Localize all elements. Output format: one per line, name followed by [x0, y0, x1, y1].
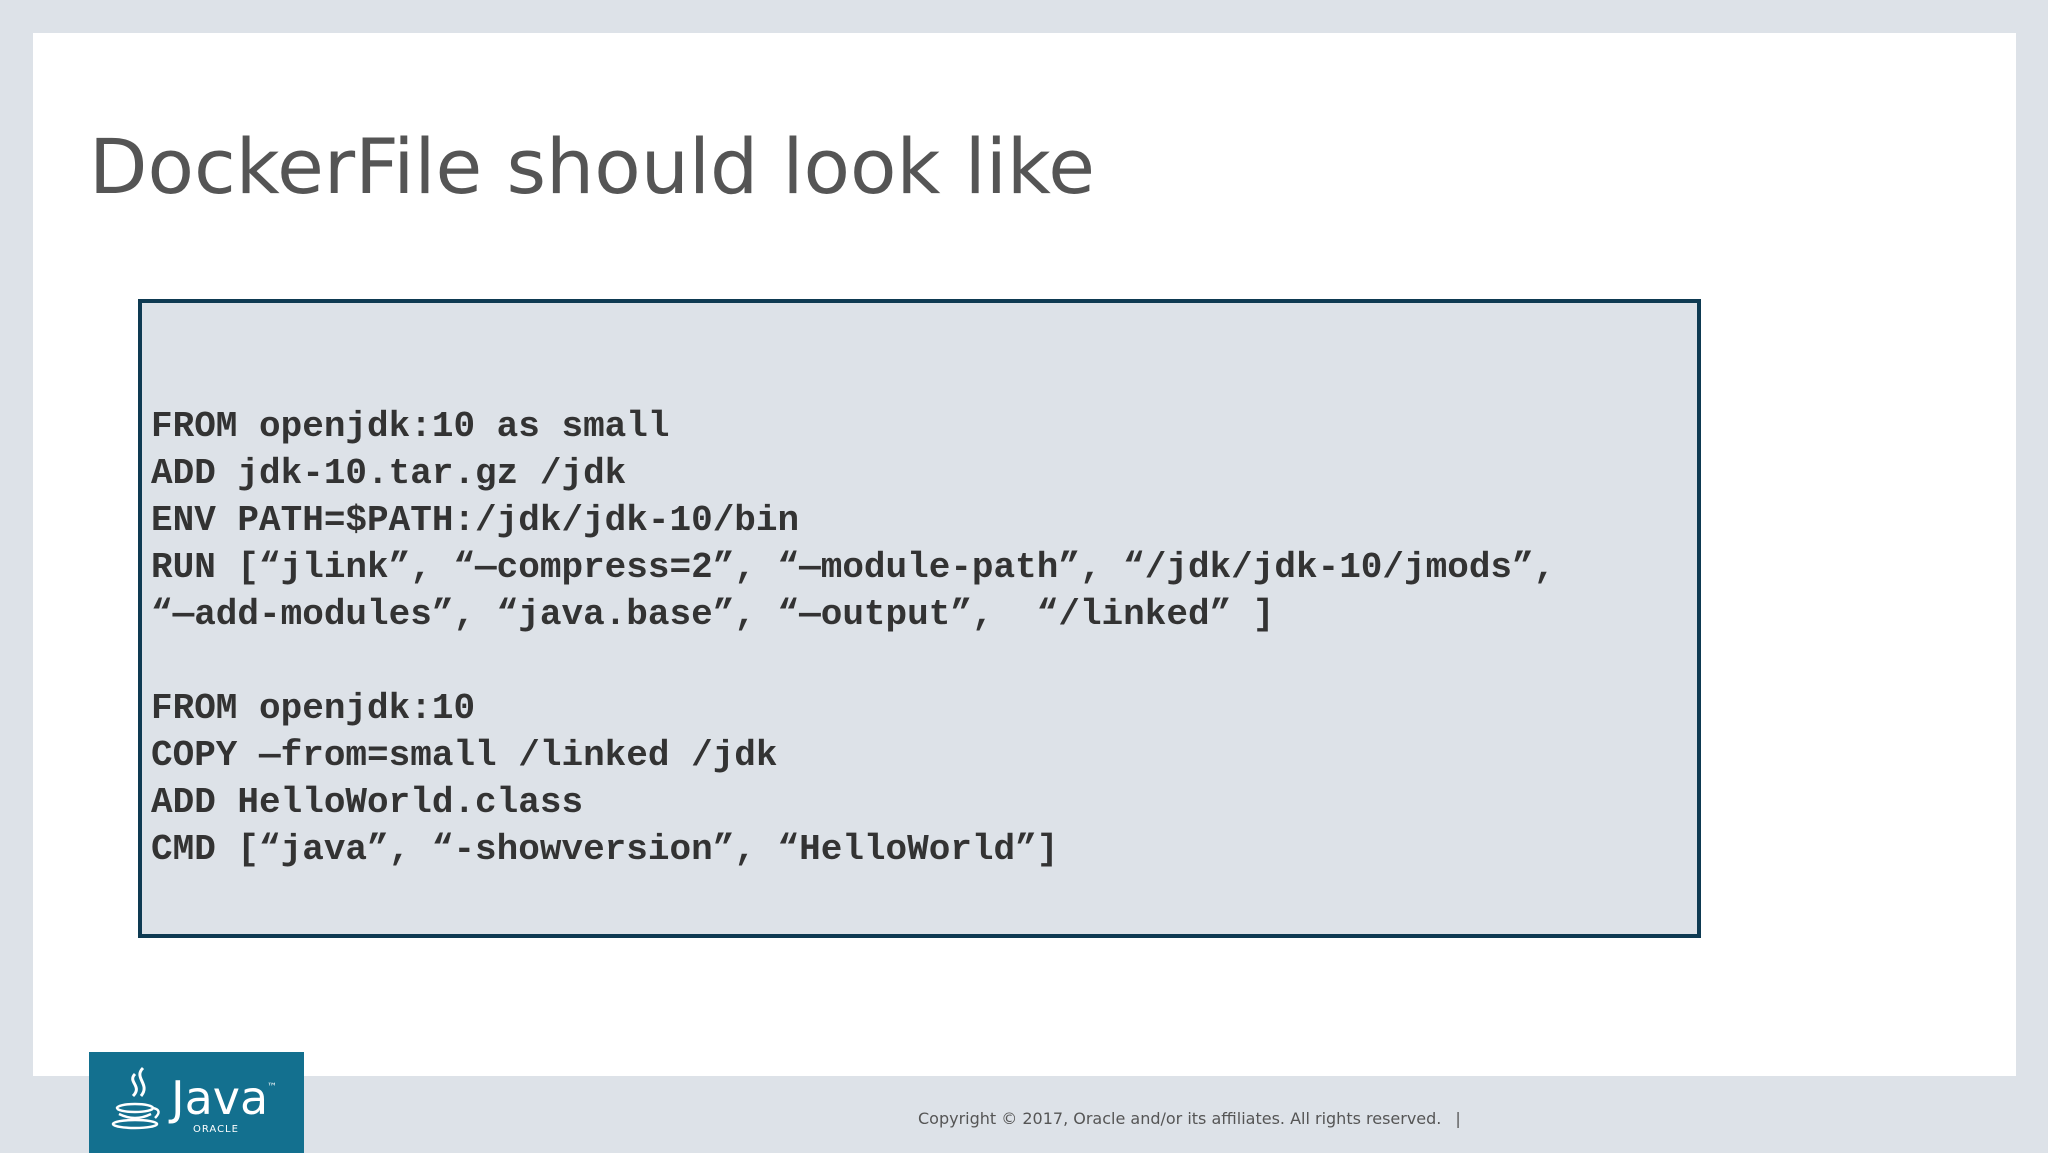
code-block: FROM openjdk:10 as small ADD jdk-10.tar.…	[138, 299, 1701, 938]
svg-text:Java: Java	[168, 1071, 268, 1125]
code-line-blank	[151, 638, 1697, 685]
java-logo: Java ™ ORACLE	[89, 1052, 304, 1153]
java-cup-icon: Java ™ ORACLE	[111, 1066, 277, 1135]
footer: Copyright © 2017, Oracle and/or its affi…	[918, 1109, 1461, 1128]
footer-separator: |	[1455, 1109, 1461, 1128]
code-line: COPY —from=small /linked /jdk	[151, 735, 778, 776]
code-line: ADD HelloWorld.class	[151, 782, 584, 823]
code-line: RUN [“jlink”, “—compress=2”, “—module-pa…	[151, 547, 1556, 588]
code-line: FROM openjdk:10 as small	[151, 406, 670, 447]
copyright-text: Copyright © 2017, Oracle and/or its affi…	[918, 1109, 1442, 1128]
code-line: CMD [“java”, “-showversion”, “HelloWorld…	[151, 829, 1059, 870]
code-line: ADD jdk-10.tar.gz /jdk	[151, 453, 627, 494]
svg-text:ORACLE: ORACLE	[193, 1124, 239, 1135]
code-line: FROM openjdk:10	[151, 688, 476, 729]
code-line: ENV PATH=$PATH:/jdk/jdk-10/bin	[151, 500, 800, 541]
slide: DockerFile should look like FROM openjdk…	[33, 33, 2016, 1076]
slide-title: DockerFile should look like	[89, 122, 1095, 211]
code-line: “—add-modules”, “java.base”, “—output”, …	[151, 594, 1275, 635]
svg-text:™: ™	[267, 1082, 277, 1093]
